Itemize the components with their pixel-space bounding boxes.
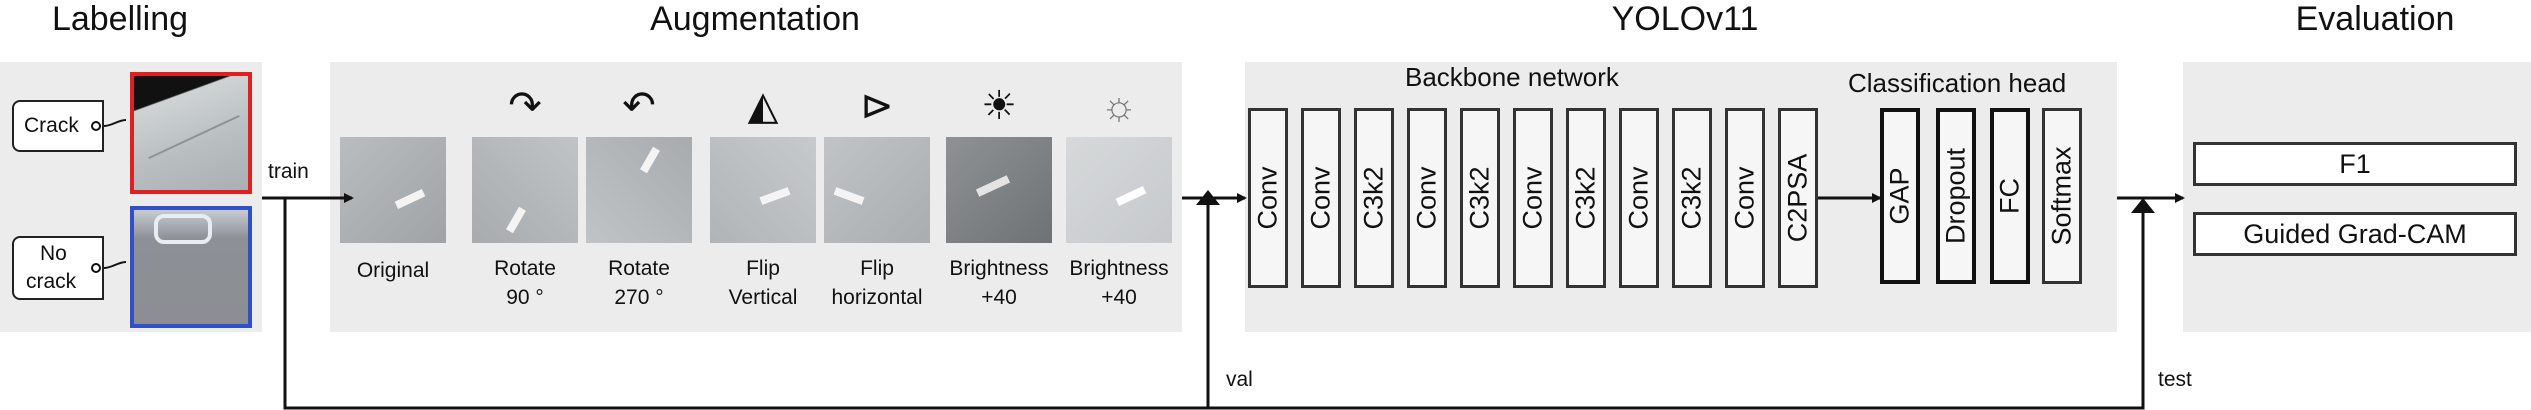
nocrack-tag-string <box>103 261 127 269</box>
head-label: Classification head <box>1848 68 2067 98</box>
aug-caption-flip-vertical-2: Vertical <box>728 286 798 309</box>
aug-caption-brightness-up-2: +40 <box>981 286 1017 309</box>
rotate-ccw-icon: ↶ <box>622 84 656 128</box>
val-junction-arrow <box>1196 190 1220 205</box>
test-label: test <box>2158 368 2192 391</box>
labelling-title: Labelling <box>51 0 189 38</box>
backbone-block: C3k2 <box>1460 108 1500 288</box>
head-block: Dropout <box>1936 108 1976 284</box>
backbone-block: Conv <box>1407 108 1447 288</box>
backbone-block: C3k2 <box>1672 108 1712 288</box>
nocrack-sample-image <box>130 206 252 328</box>
split-loop <box>283 198 2145 410</box>
aug-caption-flip-horizontal: Flip horizontal <box>816 254 938 312</box>
backbone-block: C3k2 <box>1354 108 1394 288</box>
aug-caption-rotate90-1: Rotate <box>494 257 556 280</box>
backbone-block: Conv <box>1619 108 1659 288</box>
crack-tag: Crack <box>12 100 104 152</box>
flip-vertical-icon: ◭ <box>747 84 779 128</box>
nocrack-tag: No crack <box>12 236 104 300</box>
eval-metric-f1: F1 <box>2193 142 2517 186</box>
eval-metric-gradcam: Guided Grad-CAM <box>2193 212 2517 256</box>
aug-image-brightness-up <box>946 137 1052 243</box>
nocrack-tag-label-2: crack <box>26 270 77 293</box>
aug-caption-brightness-up: Brightness +40 <box>939 254 1059 312</box>
crack-tag-label: Crack <box>24 114 79 137</box>
aug-caption-rotate90-2: 90 ° <box>506 286 544 309</box>
backbone-block: C3k2 <box>1566 108 1606 288</box>
head-block: Softmax <box>2042 108 2082 284</box>
crack-tag-string <box>103 119 127 127</box>
test-junction-arrow <box>2131 198 2155 213</box>
aug-caption-brightness-down-1: Brightness <box>1069 257 1169 280</box>
aug-caption-flip-vertical-1: Flip <box>746 257 780 280</box>
augmentation-title: Augmentation <box>650 0 860 38</box>
nocrack-tag-hole <box>91 263 101 273</box>
backbone-label: Backbone network <box>1405 62 1619 92</box>
aug-caption-brightness-up-1: Brightness <box>949 257 1049 280</box>
aug-image-rotate90 <box>472 137 578 243</box>
head-block: FC <box>1990 108 2030 284</box>
aug-caption-original: Original <box>340 256 446 285</box>
aug-caption-rotate270: Rotate 270 ° <box>586 254 692 312</box>
evaluation-panel <box>2183 62 2531 332</box>
brightness-down-icon: ☼ <box>1100 84 1138 128</box>
backbone-block: C2PSA <box>1778 108 1818 288</box>
yolo-title: YOLOv11 <box>1611 0 1759 38</box>
aug-image-rotate270 <box>586 137 692 243</box>
train-label: train <box>268 160 309 183</box>
backbone-block: Conv <box>1301 108 1341 288</box>
backbone-block: Conv <box>1248 108 1288 288</box>
aug-image-original <box>340 137 446 243</box>
head-block: GAP <box>1880 108 1920 284</box>
aug-caption-rotate270-2: 270 ° <box>614 286 664 309</box>
aug-caption-flip-vertical: Flip Vertical <box>710 254 816 312</box>
aug-image-flip-vertical <box>710 137 816 243</box>
aug-caption-flip-horizontal-1: Flip <box>860 257 894 280</box>
crack-tag-hole <box>91 121 101 131</box>
crack-sample-image <box>130 72 252 194</box>
flip-horizontal-icon: ⊳ <box>860 84 894 128</box>
backbone-block: Conv <box>1725 108 1765 288</box>
rotate-cw-icon: ↷ <box>508 84 542 128</box>
val-label: val <box>1226 368 1253 391</box>
nocrack-tag-label-1: No <box>40 242 67 265</box>
evaluation-title: Evaluation <box>2295 0 2455 38</box>
aug-caption-brightness-down-2: +40 <box>1101 286 1137 309</box>
aug-caption-rotate270-1: Rotate <box>608 257 670 280</box>
aug-image-brightness-down <box>1066 137 1172 243</box>
aug-caption-original-1: Original <box>356 259 430 282</box>
brightness-up-icon: ☀ <box>981 84 1017 128</box>
aug-image-flip-horizontal <box>824 137 930 243</box>
aug-caption-rotate90: Rotate 90 ° <box>472 254 578 312</box>
aug-caption-flip-horizontal-2: horizontal <box>831 286 923 309</box>
backbone-block: Conv <box>1513 108 1553 288</box>
aug-caption-brightness-down: Brightness +40 <box>1059 254 1179 312</box>
